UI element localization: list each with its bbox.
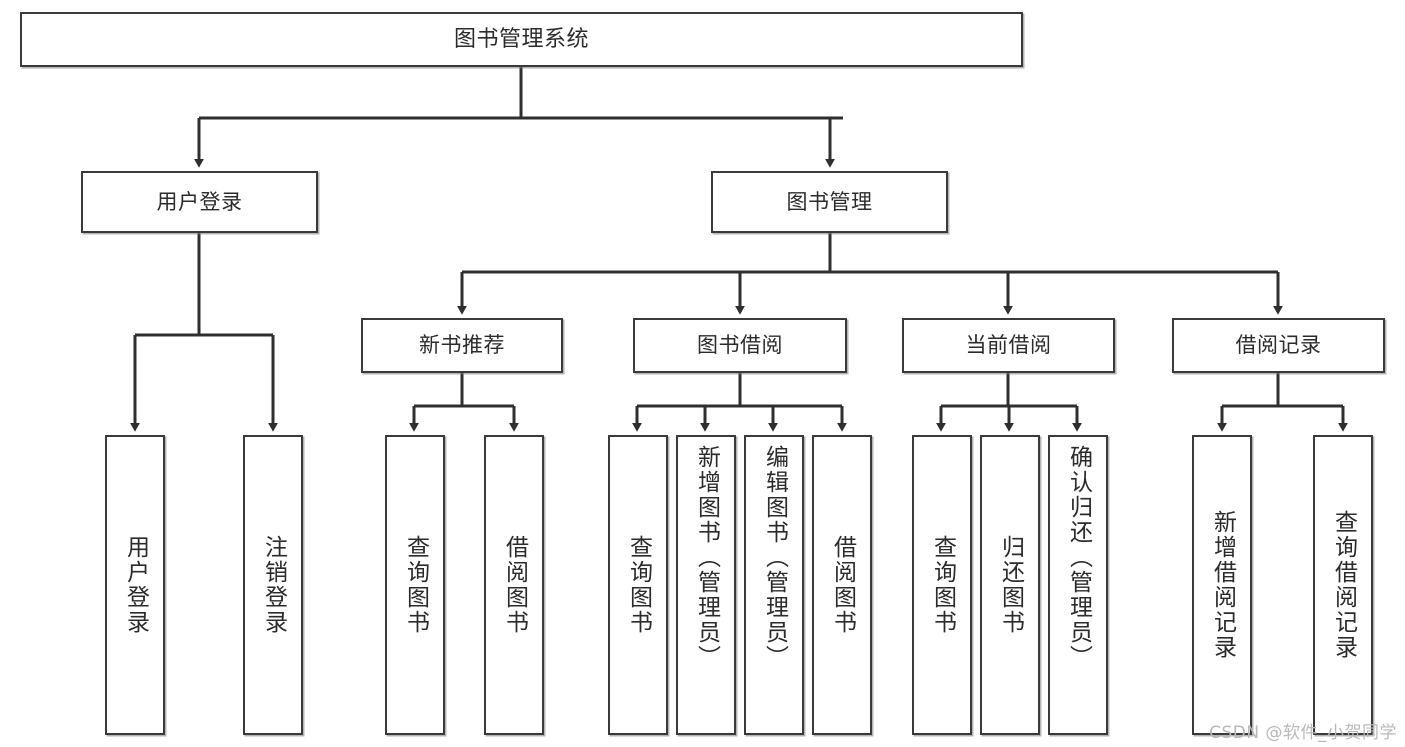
node-label: 查询图书 bbox=[625, 535, 652, 635]
node-label: 用户登录 bbox=[122, 535, 149, 635]
node-leaf-confirm-return[interactable]: 确认归还（管理员） bbox=[1048, 435, 1108, 735]
watermark-text: CSDN @软件_小贺同学 bbox=[1209, 723, 1397, 743]
node-label: 图书管理系统 bbox=[453, 26, 589, 52]
node-label: 当前借阅 bbox=[965, 333, 1052, 358]
node-label: 借阅图书 bbox=[829, 535, 856, 635]
node-label: 新书推荐 bbox=[419, 333, 505, 358]
node-book-borrow[interactable]: 图书借阅 bbox=[633, 318, 847, 373]
node-new-book-recommend[interactable]: 新书推荐 bbox=[361, 318, 563, 373]
node-leaf-return-book[interactable]: 归还图书 bbox=[980, 435, 1040, 735]
node-label: 新增借阅记录 bbox=[1209, 510, 1236, 660]
node-leaf-query-book-1[interactable]: 查询图书 bbox=[385, 435, 445, 735]
node-label: 借阅记录 bbox=[1235, 333, 1322, 358]
node-leaf-add-record[interactable]: 新增借阅记录 bbox=[1192, 435, 1252, 735]
node-label: 编辑图书（管理员） bbox=[761, 445, 788, 670]
node-label: 查询图书 bbox=[929, 535, 956, 635]
node-leaf-borrow-book-2[interactable]: 借阅图书 bbox=[812, 435, 872, 735]
node-leaf-query-book-3[interactable]: 查询图书 bbox=[912, 435, 972, 735]
node-label: 归还图书 bbox=[997, 535, 1024, 635]
node-borrow-record[interactable]: 借阅记录 bbox=[1172, 318, 1385, 373]
node-leaf-logout-login[interactable]: 注销登录 bbox=[243, 435, 303, 735]
node-label: 借阅图书 bbox=[501, 535, 528, 635]
node-label: 注销登录 bbox=[260, 535, 287, 635]
node-label: 图书管理 bbox=[786, 189, 873, 214]
node-user-login[interactable]: 用户登录 bbox=[81, 171, 318, 233]
node-label: 确认归还（管理员） bbox=[1065, 445, 1092, 670]
node-leaf-borrow-book-1[interactable]: 借阅图书 bbox=[484, 435, 544, 735]
node-leaf-user-login[interactable]: 用户登录 bbox=[105, 435, 165, 735]
node-root-system[interactable]: 图书管理系统 bbox=[20, 12, 1023, 67]
node-leaf-query-book-2[interactable]: 查询图书 bbox=[608, 435, 668, 735]
node-current-borrow[interactable]: 当前借阅 bbox=[902, 318, 1115, 373]
node-label: 新增图书（管理员） bbox=[693, 445, 720, 670]
node-label: 查询图书 bbox=[402, 535, 429, 635]
node-label: 用户登录 bbox=[156, 189, 243, 214]
node-label: 查询借阅记录 bbox=[1330, 510, 1357, 660]
node-book-manage[interactable]: 图书管理 bbox=[711, 171, 948, 233]
node-leaf-query-record[interactable]: 查询借阅记录 bbox=[1313, 435, 1373, 735]
node-label: 图书借阅 bbox=[697, 333, 783, 358]
node-leaf-add-book[interactable]: 新增图书（管理员） bbox=[676, 435, 736, 735]
node-leaf-edit-book[interactable]: 编辑图书（管理员） bbox=[744, 435, 804, 735]
